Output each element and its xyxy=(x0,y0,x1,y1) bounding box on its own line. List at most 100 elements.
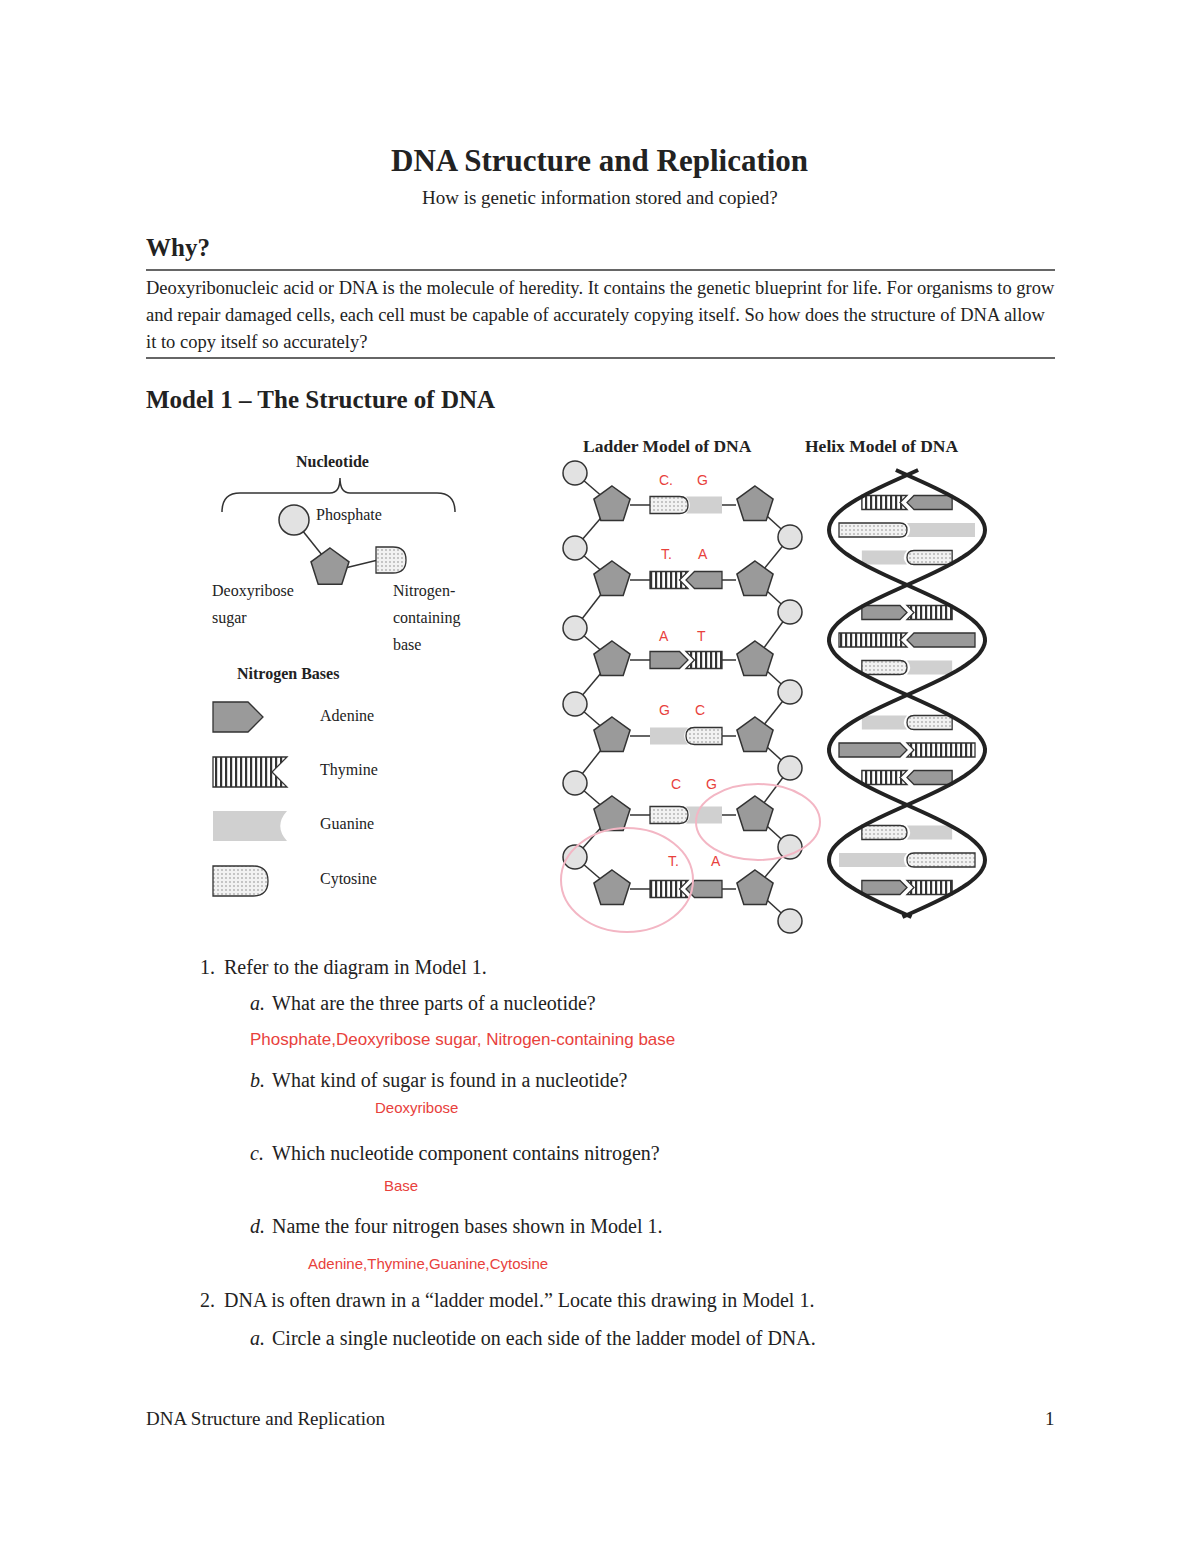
question-number: d. xyxy=(250,1214,265,1238)
phosphate-circle xyxy=(778,525,802,549)
phosphate-circle xyxy=(279,505,309,535)
thymine-base xyxy=(862,771,907,785)
legend-label: Guanine xyxy=(320,814,374,833)
cytosine-base xyxy=(686,728,722,745)
question-number: 2. xyxy=(200,1288,215,1312)
sugar-pentagon xyxy=(737,717,773,751)
sugar-pentagon xyxy=(737,796,773,830)
guanine-base xyxy=(862,551,907,565)
adenine-base xyxy=(686,572,722,589)
sugar-pentagon xyxy=(594,717,630,751)
guanine-base xyxy=(213,811,287,841)
cytosine-base xyxy=(907,853,975,867)
diagram-label: Nucleotide xyxy=(296,452,369,471)
handwritten-answer: Deoxyribose xyxy=(375,1099,458,1117)
cytosine-base xyxy=(907,716,952,730)
base-letter: C xyxy=(695,702,705,719)
handwritten-answer: Base xyxy=(384,1177,418,1195)
adenine-base xyxy=(862,606,907,620)
question-text: What are the three parts of a nucleotide… xyxy=(272,991,596,1015)
base-letter: A xyxy=(698,546,707,563)
section-heading: Why? xyxy=(146,233,210,263)
guanine-base xyxy=(686,497,722,514)
sugar-pentagon xyxy=(737,486,773,520)
question-text: Name the four nitrogen bases shown in Mo… xyxy=(272,1214,662,1238)
question-text: Circle a single nucleotide on each side … xyxy=(272,1326,816,1350)
thymine-base xyxy=(650,881,688,898)
sugar-pentagon xyxy=(737,870,773,904)
sugar-pentagon xyxy=(594,870,630,904)
phosphate-circle xyxy=(563,536,587,560)
backbone-line xyxy=(722,659,736,661)
sugar-pentagon xyxy=(594,561,630,595)
phosphate-circle xyxy=(778,756,802,780)
adenine-base xyxy=(907,771,952,785)
question-text: Refer to the diagram in Model 1. xyxy=(224,955,487,979)
cytosine-base xyxy=(650,807,688,824)
backbone-line xyxy=(630,814,650,816)
cytosine-base xyxy=(862,826,907,840)
thymine-base xyxy=(907,881,952,895)
backbone-line xyxy=(722,735,736,737)
sugar-pentagon xyxy=(594,641,630,675)
backbone-line xyxy=(722,814,736,816)
cytosine-base xyxy=(376,547,406,573)
helix-strand xyxy=(829,470,985,917)
adenine-base xyxy=(213,702,263,732)
adenine-base xyxy=(650,652,688,669)
phosphate-circle xyxy=(778,600,802,624)
phosphate-circle xyxy=(563,461,587,485)
guanine-base xyxy=(907,661,952,675)
sugar-pentagon xyxy=(311,548,349,584)
adenine-base xyxy=(862,881,907,895)
phosphate-circle xyxy=(563,616,587,640)
helix-strand xyxy=(829,470,985,917)
base-letter: G xyxy=(659,702,670,719)
adenine-base xyxy=(907,496,952,510)
subtitle: How is genetic information stored and co… xyxy=(422,187,778,210)
guanine-base xyxy=(862,716,907,730)
base-letter: A xyxy=(711,853,720,870)
question-number: a. xyxy=(250,991,265,1015)
part-label: Phosphate xyxy=(316,505,382,524)
page-number: 1 xyxy=(1045,1408,1055,1431)
base-letter: G xyxy=(697,472,708,489)
base-letter: T. xyxy=(661,546,672,563)
question-text: What kind of sugar is found in a nucleot… xyxy=(272,1068,627,1092)
cytosine-base xyxy=(650,497,688,514)
cytosine-base xyxy=(839,523,907,537)
question-number: b. xyxy=(250,1068,265,1092)
legend-label: Thymine xyxy=(320,760,378,779)
guanine-base xyxy=(907,523,975,537)
legend-label: Adenine xyxy=(320,706,374,725)
backbone-line xyxy=(630,888,650,890)
thymine-base xyxy=(907,743,975,757)
sugar-pentagon xyxy=(737,641,773,675)
base-letter: T xyxy=(697,628,706,645)
base-letter: A xyxy=(659,628,668,645)
cytosine-base xyxy=(213,866,268,896)
answer-circle xyxy=(696,784,820,860)
handwritten-answer: Adenine,Thymine,Guanine,Cytosine xyxy=(308,1255,548,1273)
sugar-pentagon xyxy=(737,561,773,595)
answer-circle xyxy=(561,828,693,932)
footer-title: DNA Structure and Replication xyxy=(146,1408,385,1431)
backbone-line xyxy=(345,560,378,568)
phosphate-circle xyxy=(778,680,802,704)
question-number: a. xyxy=(250,1326,265,1350)
backbone-line xyxy=(722,579,736,581)
thymine-base xyxy=(907,606,952,620)
rule xyxy=(146,357,1055,359)
sugar-pentagon xyxy=(594,486,630,520)
base-letter: T. xyxy=(668,853,679,870)
backbone-line xyxy=(722,888,736,890)
backbone-line xyxy=(630,504,650,506)
page-title: DNA Structure and Replication xyxy=(391,142,808,179)
model-heading: Model 1 – The Structure of DNA xyxy=(146,385,495,415)
base-letter: C xyxy=(671,776,681,793)
base-letter: G xyxy=(706,776,717,793)
guanine-base xyxy=(650,728,688,745)
phosphate-circle xyxy=(563,771,587,795)
thymine-base xyxy=(839,633,907,647)
